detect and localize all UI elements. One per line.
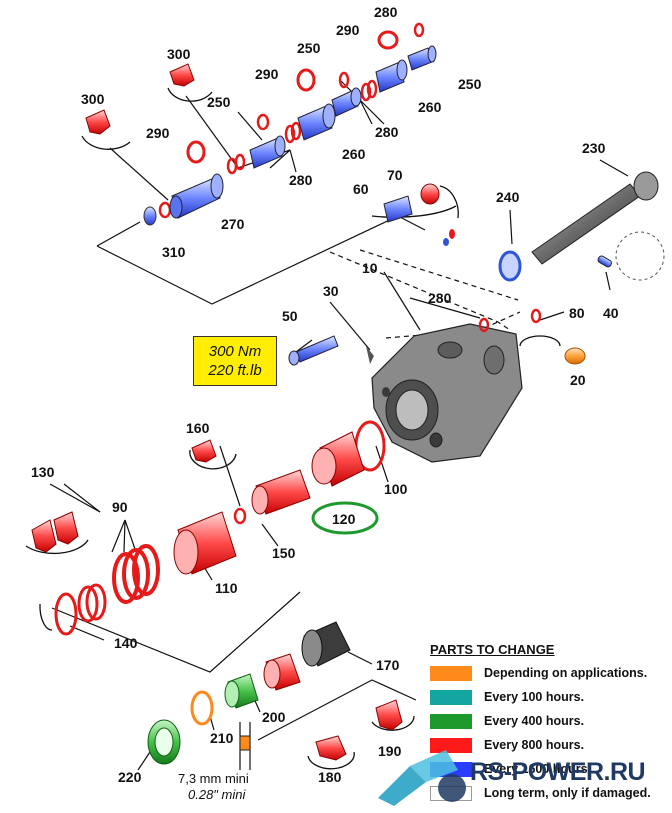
callout-50: 50 (282, 308, 298, 324)
part-150 (251, 469, 311, 515)
callout-250: 250 (207, 94, 231, 110)
torque-imperial: 220 ft.lb (208, 362, 262, 379)
callout-210: 210 (210, 730, 234, 746)
callout-280: 280 (289, 172, 313, 188)
valve-assembly-310-270 (143, 173, 224, 226)
legend-label: Every 1600 hours. (484, 762, 592, 776)
part-110 (173, 511, 237, 575)
watermark-text: RS-POWER.RU (470, 758, 646, 786)
callout-290: 290 (255, 66, 279, 82)
callout-310: 310 (162, 244, 186, 260)
callout-250: 250 (458, 76, 482, 92)
kit-arcs (25, 87, 561, 770)
callout-280: 280 (375, 124, 399, 140)
legend-label: Every 800 hours. (484, 738, 585, 752)
legend-label: Long term, only if damaged. (484, 786, 651, 800)
callout-170: 170 (376, 657, 400, 673)
callout-30: 30 (323, 283, 339, 299)
callout-270: 270 (221, 216, 245, 232)
callout-290: 290 (146, 125, 170, 141)
callout-120: 120 (332, 511, 356, 527)
callout-20: 20 (570, 372, 586, 388)
legend-label: Every 400 hours. (484, 714, 585, 728)
valve-assembly-290-250 (186, 103, 336, 175)
watermark: RS-POWER.RU (370, 748, 672, 808)
callout-130: 130 (31, 464, 55, 480)
valve-assembly-upper (296, 22, 437, 117)
callout-190: 190 (378, 743, 402, 759)
part-140-rings (54, 583, 107, 636)
legend-row-applications: Depending on applications. (428, 666, 672, 682)
small-parts-280-80-20 (366, 308, 586, 365)
callout-200: 200 (262, 709, 286, 725)
legend-swatch-green (430, 714, 472, 729)
callout-300: 300 (81, 91, 105, 107)
callout-250: 250 (297, 40, 321, 56)
callout-110: 110 (215, 580, 238, 596)
callout-labels: 280 290 300 250 290 250 300 250 260 280 … (31, 4, 619, 785)
dimension-marker (239, 735, 251, 751)
torque-metric: 300 Nm (208, 343, 262, 360)
callout-290: 290 (336, 22, 360, 38)
part-90-rings (112, 544, 160, 604)
legend-row-100h: Every 100 hours. (428, 690, 672, 706)
part-210-orange-ring (190, 690, 214, 726)
legend-row-800h: Every 800 hours. (428, 738, 672, 754)
legend-swatch-red (430, 738, 472, 753)
legend-row-400h: Every 400 hours. (428, 714, 672, 730)
callout-80: 80 (569, 305, 585, 321)
part-120 (311, 431, 365, 487)
highlight-ring-120 (311, 501, 379, 535)
legend-swatch-teal (430, 690, 472, 705)
dimension-metric: 7,3 mm mini (178, 771, 249, 786)
shaft-230 (498, 171, 665, 282)
legend-title: PARTS TO CHANGE (430, 642, 555, 657)
callout-150: 150 (272, 545, 296, 561)
torque-spec-box: 300 Nm 220 ft.lb (193, 336, 277, 386)
callout-230: 230 (582, 140, 606, 156)
callout-280: 280 (428, 290, 452, 306)
callout-260: 260 (342, 146, 366, 162)
red-seal-caps (85, 63, 217, 463)
callout-260: 260 (418, 99, 442, 115)
part-130-caps (31, 511, 79, 553)
callout-40: 40 (603, 305, 619, 321)
red-caps-180-190 (315, 699, 403, 761)
part-170-seal (301, 621, 351, 667)
callout-160: 160 (186, 420, 210, 436)
callout-180: 180 (318, 769, 342, 785)
callout-220: 220 (118, 769, 142, 785)
callout-10: 10 (362, 260, 378, 276)
legend-label: Every 100 hours. (484, 690, 585, 704)
callout-70: 70 (387, 167, 403, 183)
screw-50 (288, 335, 339, 366)
parts-60-70 (383, 183, 455, 246)
part-200-green (224, 673, 259, 709)
callout-90: 90 (112, 499, 128, 515)
dimension-imperial: 0.28" mini (188, 787, 246, 802)
callout-60: 60 (353, 181, 369, 197)
callout-140: 140 (114, 635, 138, 651)
part-160-oring (233, 507, 247, 525)
part-220-bearing (147, 719, 181, 765)
callout-280: 280 (374, 4, 398, 20)
legend-label: Depending on applications. (484, 666, 648, 680)
watermark-logo-icon (378, 750, 466, 806)
legend-swatch-orange (430, 666, 472, 681)
pump-housing-10 (371, 323, 523, 463)
callout-300: 300 (167, 46, 191, 62)
callout-240: 240 (496, 189, 520, 205)
callout-100: 100 (384, 481, 408, 497)
part-190 (263, 653, 301, 691)
